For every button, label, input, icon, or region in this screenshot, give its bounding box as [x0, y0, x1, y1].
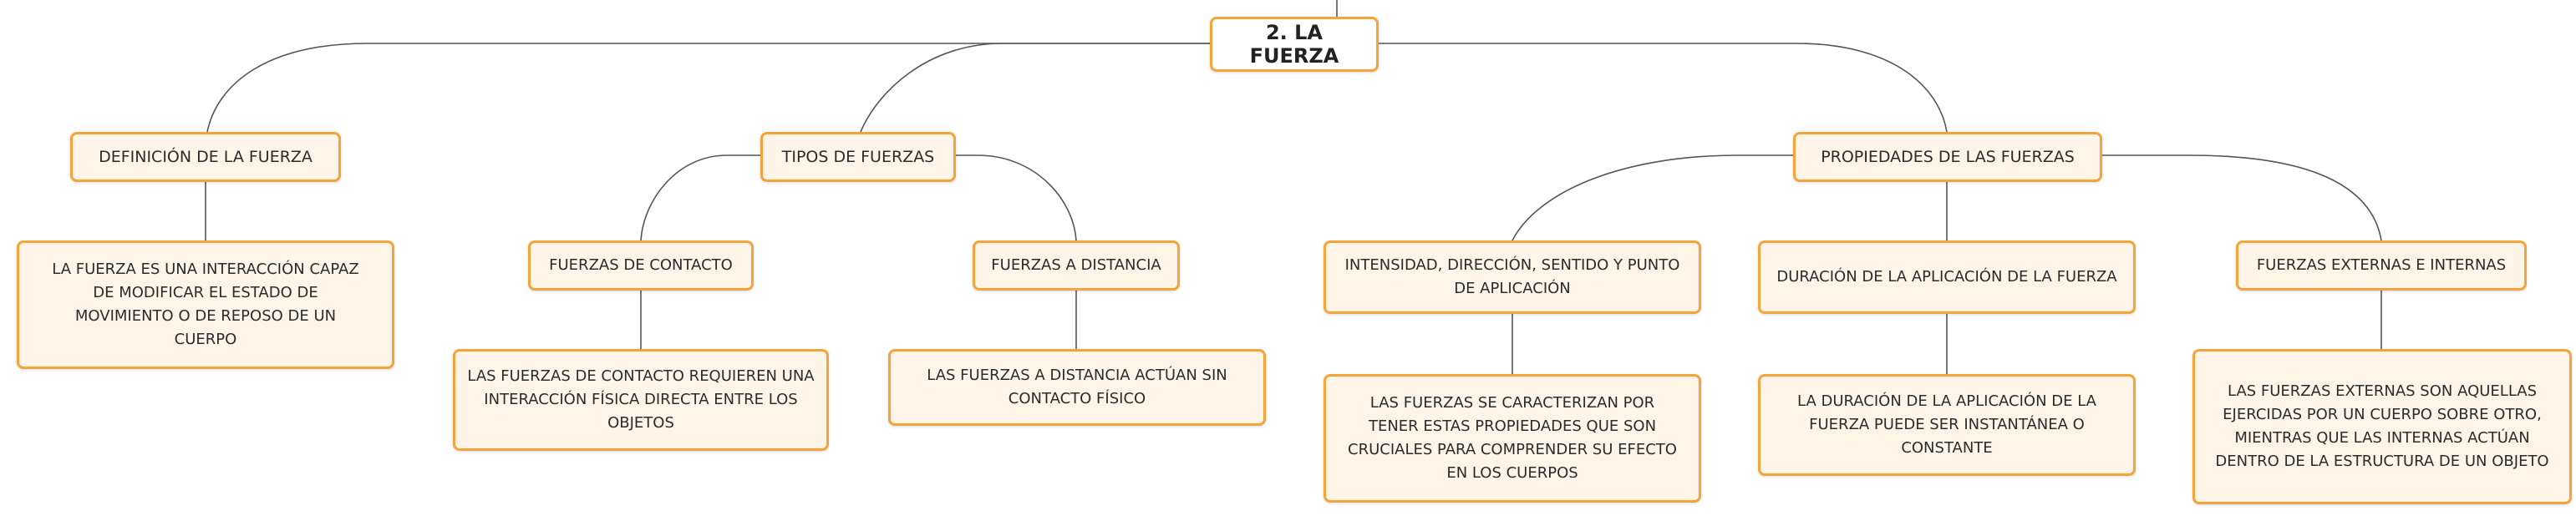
- node-duracion[interactable]: DURACIÓN DE LA APLICACIÓN DE LA FUERZA: [1758, 240, 2136, 314]
- node-intensidad[interactable]: INTENSIDAD, DIRECCIÓN, SENTIDO Y PUNTO D…: [1324, 240, 1701, 314]
- node-tipos[interactable]: TIPOS DE FUERZAS: [760, 132, 956, 182]
- distancia-text: LAS FUERZAS A DISTANCIA ACTÚAN SIN CONTA…: [927, 367, 1227, 407]
- contacto-label: FUERZAS DE CONTACTO: [549, 256, 733, 274]
- duracion-label: DURACIÓN DE LA APLICACIÓN DE LA FUERZA: [1776, 268, 2117, 286]
- node-externas-text[interactable]: LAS FUERZAS EXTERNAS SON AQUELLAS EJERCI…: [2192, 349, 2572, 504]
- connector-root-definicion: [206, 43, 1210, 133]
- propiedades-label: PROPIEDADES DE LAS FUERZAS: [1821, 148, 2075, 166]
- node-intensidad-text[interactable]: LAS FUERZAS SE CARACTERIZAN POR TENER ES…: [1324, 374, 1701, 503]
- intensidad-text: LAS FUERZAS SE CARACTERIZAN POR TENER ES…: [1348, 394, 1677, 482]
- node-definicion-text[interactable]: LA FUERZA ES UNA INTERACCIÓN CAPAZ DE MO…: [17, 240, 394, 369]
- node-externas[interactable]: FUERZAS EXTERNAS E INTERNAS: [2236, 240, 2527, 291]
- node-contacto-text[interactable]: LAS FUERZAS DE CONTACTO REQUIEREN UNA IN…: [453, 349, 829, 451]
- definicion-label: DEFINICIÓN DE LA FUERZA: [99, 148, 312, 166]
- definicion-text: LA FUERZA ES UNA INTERACCIÓN CAPAZ DE MO…: [52, 260, 359, 348]
- node-distancia-text[interactable]: LAS FUERZAS A DISTANCIA ACTÚAN SIN CONTA…: [888, 349, 1266, 426]
- connector-tipos-distancia: [956, 154, 1077, 241]
- root-label: 2. LA FUERZA: [1249, 21, 1339, 68]
- connector-propiedades-intensidad: [1512, 154, 1793, 241]
- connector-propiedades-externas: [2102, 154, 2382, 241]
- externas-label: FUERZAS EXTERNAS E INTERNAS: [2256, 256, 2507, 274]
- connector-root-propiedades: [1379, 43, 1948, 133]
- root-node[interactable]: 2. LA FUERZA: [1210, 17, 1379, 72]
- node-propiedades[interactable]: PROPIEDADES DE LAS FUERZAS: [1793, 132, 2102, 182]
- contacto-text: LAS FUERZAS DE CONTACTO REQUIEREN UNA IN…: [467, 367, 815, 432]
- connector-tipos-contacto: [640, 154, 760, 241]
- connector-root-tipos: [860, 43, 1210, 133]
- duracion-text: LA DURACIÓN DE LA APLICACIÓN DE LA FUERZ…: [1797, 392, 2096, 457]
- node-contacto[interactable]: FUERZAS DE CONTACTO: [528, 240, 754, 291]
- node-definicion[interactable]: DEFINICIÓN DE LA FUERZA: [70, 132, 341, 182]
- tipos-label: TIPOS DE FUERZAS: [781, 148, 935, 166]
- node-distancia[interactable]: FUERZAS A DISTANCIA: [973, 240, 1180, 291]
- distancia-label: FUERZAS A DISTANCIA: [991, 256, 1161, 274]
- node-duracion-text[interactable]: LA DURACIÓN DE LA APLICACIÓN DE LA FUERZ…: [1758, 374, 2136, 476]
- externas-text: LAS FUERZAS EXTERNAS SON AQUELLAS EJERCI…: [2215, 382, 2549, 470]
- intensidad-label: INTENSIDAD, DIRECCIÓN, SENTIDO Y PUNTO D…: [1344, 256, 1680, 297]
